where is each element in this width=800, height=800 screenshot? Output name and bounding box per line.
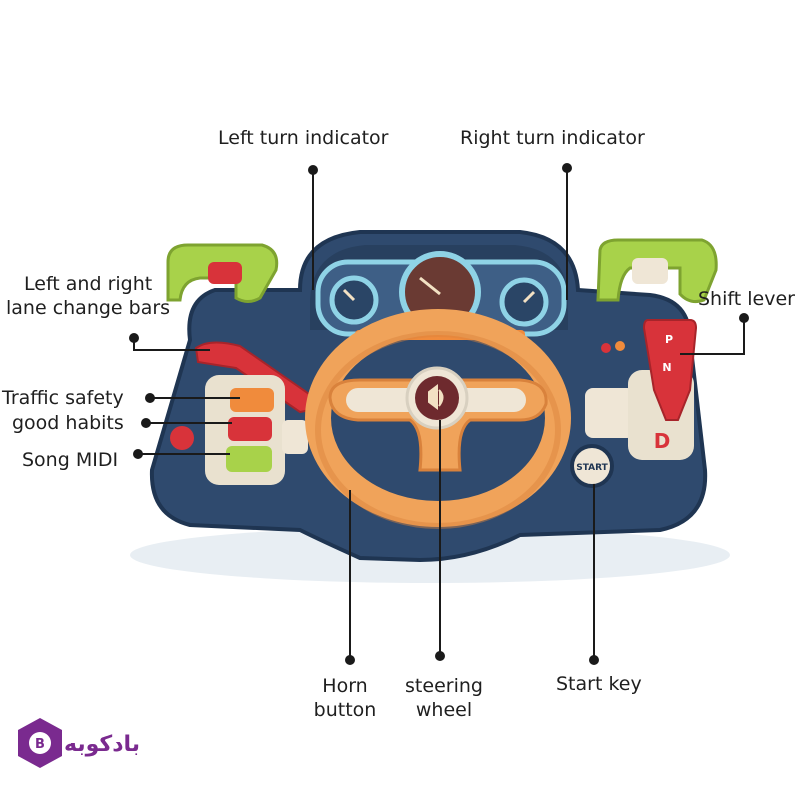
good-habits-button (228, 417, 272, 441)
leader-lines (129, 163, 749, 665)
traffic-safety-button (230, 388, 274, 412)
right-gauge-needle (522, 290, 536, 304)
shift-lever-handle (642, 319, 698, 421)
gear-d: D (654, 429, 671, 453)
label-shift-lever: Shift lever (698, 288, 795, 310)
label-steering-line2: wheel (415, 699, 473, 721)
start-button (570, 444, 614, 488)
left-side-tab (282, 420, 308, 454)
steering-wheel-rim-shade (315, 331, 561, 529)
badkoobeh-logo: B (18, 718, 62, 768)
speedometer-needle (419, 276, 441, 296)
start-button-text: START (576, 463, 608, 473)
gear-p: P (665, 333, 673, 346)
horn-icon (428, 384, 444, 410)
label-lane-change-line1: Left and right (24, 273, 153, 295)
label-song-midi: Song MIDI (22, 449, 119, 471)
gear-n: N (662, 361, 671, 374)
indicator-light-red (601, 343, 611, 353)
label-steering-line1: steering (405, 675, 483, 697)
label-good-habits: good habits (12, 412, 124, 434)
indicator-light-orange (615, 341, 625, 351)
brand-text: بادکوبه (64, 732, 141, 757)
label-right-turn-indicator: Right turn indicator (460, 127, 645, 149)
label-lane-change: Left and right lane change bars (6, 272, 176, 320)
label-horn-line2: button (313, 699, 377, 721)
left-gauge-needle (342, 288, 356, 302)
leader-shift-lever (680, 318, 745, 355)
left-turn-stalk (208, 262, 242, 284)
right-turn-stalk (632, 258, 668, 284)
label-start-key: Start key (556, 673, 642, 695)
label-lane-change-line2: lane change bars (6, 297, 171, 319)
svg-text:B: B (35, 737, 45, 752)
shift-lever-base (585, 388, 635, 438)
label-steering-wheel: steering wheel (394, 674, 494, 722)
label-traffic-safety: Traffic safety (2, 387, 124, 409)
left-red-knob (170, 426, 194, 450)
song-midi-button (226, 446, 272, 472)
label-horn-button: Horn button (300, 674, 390, 722)
steering-wheel-rim (305, 309, 571, 527)
right-lane-change-bar (596, 238, 718, 303)
label-horn-line1: Horn (322, 675, 368, 697)
label-left-turn-indicator: Left turn indicator (218, 127, 389, 149)
